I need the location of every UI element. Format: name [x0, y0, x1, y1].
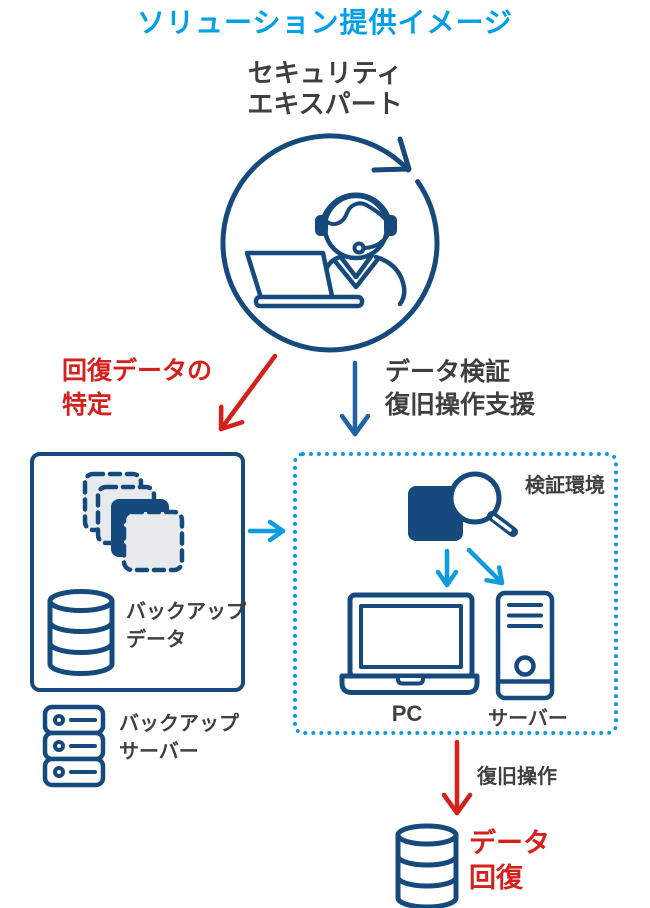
pc-label: PC — [391, 701, 423, 726]
backup-server-label: バックアップ サーバー — [119, 713, 239, 763]
backup-data-label: バックアップ データ — [126, 601, 246, 651]
recovery-operation-label: 復旧操作 — [477, 766, 557, 788]
circular-arrow-icon — [220, 133, 440, 353]
server-label: サーバー — [488, 708, 568, 730]
recovered-database-icon — [395, 823, 459, 908]
data-verification-label: データ検証 復旧操作支援 — [385, 358, 536, 419]
verification-environment-label: 検証環境 — [525, 475, 605, 497]
recovery-data-arrow — [218, 353, 278, 432]
data-recovery-label: データ 回復 — [469, 828, 550, 893]
recovery-data-label: 回復データの 特定 — [62, 357, 213, 419]
backup-data-box — [30, 452, 245, 692]
rack-server-icon — [42, 704, 106, 788]
person-headset-laptop-icon — [244, 192, 407, 309]
verification-environment-box — [293, 452, 618, 735]
page-title: ソリューション提供イメージ — [137, 7, 513, 38]
expert-label: セキュリティ エキスパート — [247, 58, 403, 119]
